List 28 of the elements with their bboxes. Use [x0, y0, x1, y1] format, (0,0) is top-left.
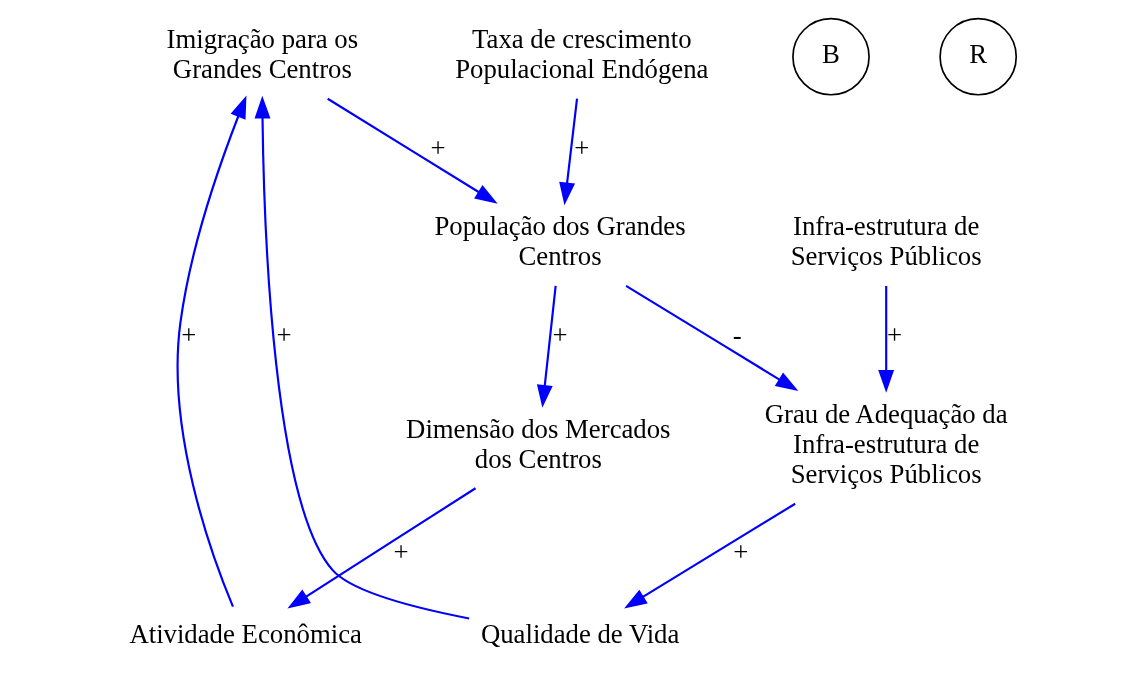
node-text: Dimensão dos Mercados dos Centros [406, 413, 671, 474]
node-text: Qualidade de Vida [480, 619, 680, 650]
arrow [624, 502, 796, 609]
arrow [536, 285, 557, 408]
edge-label: + [276, 320, 292, 351]
edge-label: + [393, 537, 409, 568]
edge-label: - [732, 320, 742, 351]
edge-label: + [733, 537, 749, 568]
edge-label: + [574, 132, 590, 163]
edge-label: + [181, 320, 197, 351]
arrow [287, 487, 477, 609]
label: B [822, 39, 840, 70]
edge-label: + [887, 320, 903, 351]
edge-label: + [552, 320, 568, 351]
node-text: Infra-estrutura de Serviços Públicos [790, 211, 982, 272]
node-text: Atividade Econômica [129, 619, 362, 650]
arrow [625, 285, 799, 392]
node-text: Taxa de crescimento Populacional Endógena [455, 23, 709, 85]
node-text: Grau de Adequação da Infra-estrutura de Serviços Públicos [764, 398, 1008, 489]
arrow [878, 285, 895, 393]
node-text: População dos Grandes Centros [434, 211, 686, 272]
arrow [327, 97, 498, 204]
arrow [176, 95, 247, 608]
edge-label: + [430, 132, 446, 163]
arrow [559, 98, 579, 206]
label: R [969, 39, 988, 70]
arrow [254, 95, 470, 620]
node-text: Imigração para os Grandes Centros [166, 23, 359, 85]
